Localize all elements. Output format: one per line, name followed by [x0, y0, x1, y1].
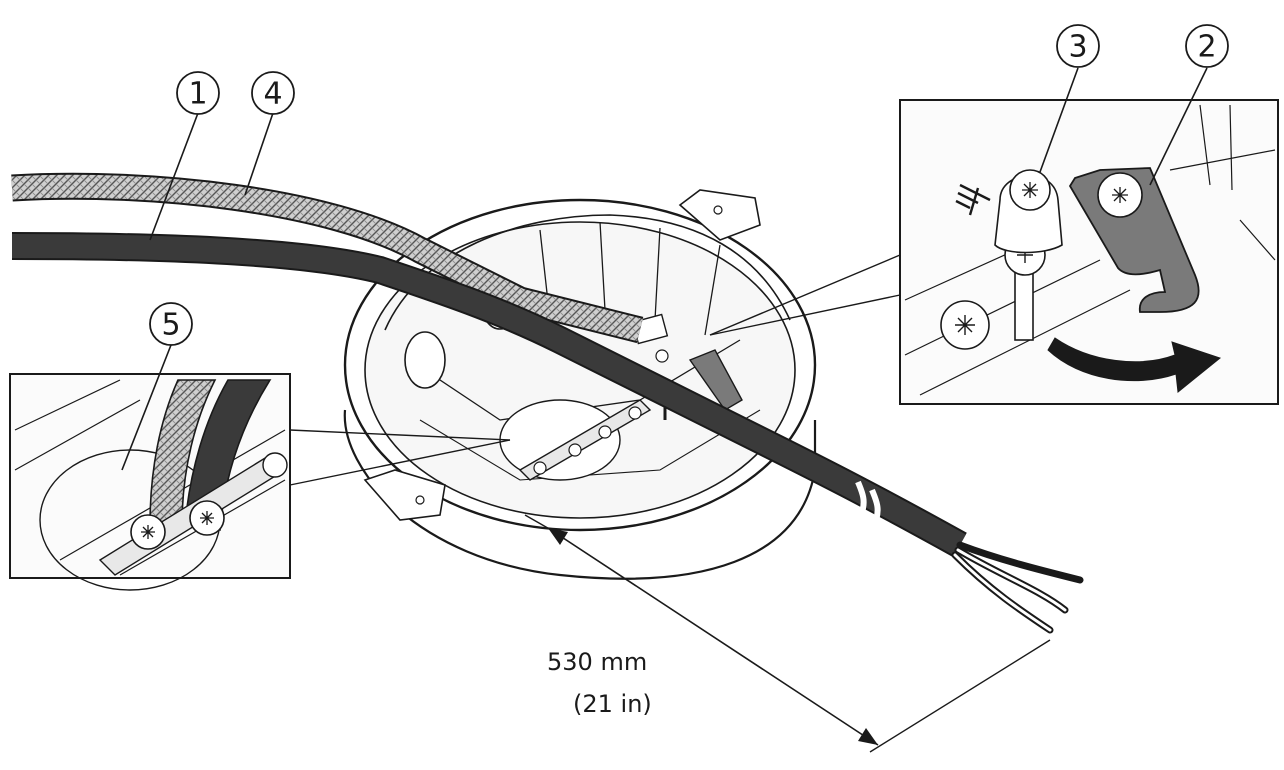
dimension-arrow-start	[548, 528, 568, 545]
rotate-arrow-icon	[1047, 337, 1222, 393]
callout-3-label: 3	[1068, 30, 1087, 65]
dimension-imperial: (21 in)	[573, 690, 652, 718]
callout-1-label: 1	[188, 77, 207, 112]
callout-4: 4	[251, 71, 295, 115]
cable-break-mark	[855, 480, 881, 521]
dimension-metric: 530 mm	[547, 648, 647, 676]
housing-hole-left	[404, 331, 446, 389]
mount-tab-bottom	[363, 469, 446, 521]
callout-5-label: 5	[161, 308, 180, 343]
cable-wire-ends	[951, 541, 1084, 634]
callout-1: 1	[176, 71, 220, 115]
mount-tab-top	[678, 189, 761, 241]
clamp-strip	[518, 399, 652, 481]
callout-5: 5	[149, 302, 193, 346]
housing-center-opening	[499, 399, 621, 481]
dimension-line	[524, 514, 1051, 753]
callout-2-label: 2	[1197, 30, 1216, 65]
callout-3: 3	[1056, 24, 1100, 68]
inset-ground-frame	[899, 99, 1279, 405]
leader-lines	[121, 67, 1208, 471]
cables	[11, 172, 1084, 634]
callout-2: 2	[1185, 24, 1229, 68]
detail-inset-clamp	[9, 373, 511, 591]
ground-icon	[955, 183, 991, 216]
housing-bracket	[688, 349, 743, 411]
detail-inset-ground	[709, 99, 1279, 405]
callout-4-label: 4	[263, 77, 282, 112]
dimension-arrow-end	[858, 728, 878, 745]
